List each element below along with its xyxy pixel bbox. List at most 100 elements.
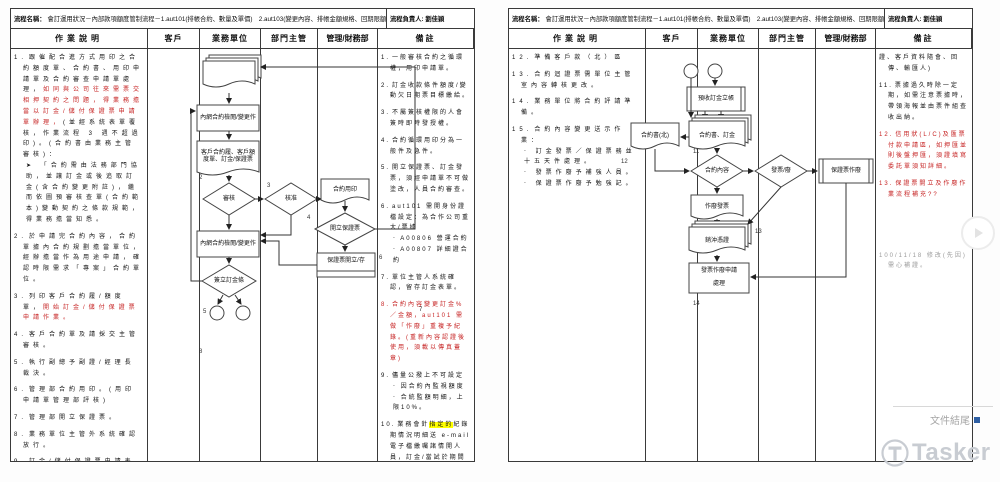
item-number: 9.	[14, 459, 27, 461]
remark-item: 2.訂金收款條件額度/變動欠日期票目標繳給。	[381, 81, 471, 103]
item-number: 7.	[381, 274, 391, 281]
item-text: 一般審核合約之循環權，用印申請單。	[390, 55, 465, 72]
header-customer: 客戶	[148, 29, 200, 48]
business-unit-column	[698, 49, 759, 461]
title-row: 流程名稱：會訂運用狀況－內部款項額度管制流程－1.aut101(排帳合約、數量及…	[11, 9, 474, 29]
item-subline: ‧ 合統監額明細，上限10%。	[393, 394, 465, 412]
remark-item: 1.一般審核合約之循環權，用印申請單。	[381, 53, 471, 75]
item-subline: ‧ A00807 詳細證合約	[393, 246, 469, 264]
item-subline: ‧ 因合約內監視額度	[393, 383, 465, 390]
page1-body: 1.跟催配合進方式用印之合約額度單、合約書、用印申請單及合約審查申請單處理，如同…	[11, 49, 474, 461]
step-item: 8.業務單位主管外系統確認放行。	[14, 430, 144, 452]
item-text: 執行副總予副證/經理長裁決。	[23, 359, 135, 377]
item-number: 7.	[14, 414, 28, 421]
business-unit-column	[200, 49, 261, 461]
item-text: 紀錄期情況明細送 e-mail 電子檔繳囑諸情開人員，訂金/當試於期間內出至，業…	[390, 422, 471, 461]
step-item: 12.準備客戶款（北）區	[512, 53, 642, 64]
remark-item: 9.儘量公撥上不可設定‧ 因合約內監視額度‧ 合統監額明細，上限10%。	[381, 371, 471, 414]
process-title: 流程名稱：會訂運用狀況－內部款項額度管制流程－1.aut101(排帳合約、數量及…	[11, 9, 386, 28]
brand-wordmark: Tasker	[912, 439, 991, 466]
remark-item: 100/11/18 修改(先因)需心補證。	[879, 251, 969, 273]
item-number: 5.	[14, 359, 28, 366]
process-title-label: 流程名稱：	[14, 16, 46, 23]
step-item: 6.管理部合約用印。(用印申請單管理部評核)	[14, 385, 144, 407]
remark-item: 3.不屬簽核權限的人會簽時即時發授權。	[381, 108, 471, 130]
item-number: 8.	[381, 302, 391, 309]
header-work-description: 作業說明	[11, 29, 148, 48]
customer-column	[646, 49, 698, 461]
item-text: 合約內容變更送示作業：	[521, 126, 625, 144]
remark-item: 7.單位主管人系統確認，留存訂金表單。	[381, 273, 471, 295]
item-number: 15.	[512, 126, 533, 133]
item-number: 14.	[512, 99, 533, 106]
process-owner: 流程負責人: 劉佳穎	[884, 9, 972, 28]
item-text: 保證票開立及作廢作業流程補充??	[888, 180, 968, 198]
owner-name: 劉佳穎	[923, 16, 943, 23]
remark-item: 10.業務會針指定的紀錄期情況明細送 e-mail 電子檔繳囑諸情開人員，訂金/…	[381, 420, 471, 461]
item-subline: ‧ A00806 營運合約	[393, 236, 469, 243]
finance-column	[318, 49, 378, 461]
remark-item: 8.合約內容變更訂金%／金額，aut101 需做「作廢」重複予紀錄。(重新內容認…	[381, 300, 471, 365]
process-title-text: 會訂運用狀況－內部款項額度管制流程－1.aut101(排帳合約、數量及單價) 2…	[545, 16, 884, 23]
item-text: 客戶合約單及請採交主管審核。	[23, 332, 140, 349]
item-text: (並經系統表單覆核，作業流程 3 週不超過印)。(合約書由業務主管審核)：	[23, 119, 142, 159]
step-item: 2.於申請完合約內容，合約單據內合約規劃擔當單位，經辦擔當作為用途申請，確認時限…	[14, 232, 144, 286]
owner-name: 劉佳穎	[425, 16, 445, 23]
remarks-column: 1.一般審核合約之循環權，用印申請單。 2.訂金收款條件額度/變動欠日期票目標繳給…	[378, 49, 474, 461]
item-text: 100/11/18 修改(先因)需心補證。	[879, 252, 967, 270]
process-title-label: 流程名稱：	[512, 16, 544, 23]
dept-manager-column	[759, 49, 816, 461]
item-text: 合約迴證票需單位主管室內容轉核更改。	[521, 71, 635, 89]
remark-item: 5.開立保證票、訂金發票，須經申請單不可做塗改，人員合約審查。	[381, 163, 471, 195]
item-number: 5.	[381, 165, 391, 172]
title-row: 流程名稱：會訂運用狀況－內部款項額度管制流程－1.aut101(排帳合約、數量及…	[509, 9, 972, 29]
work-description-column: 1.跟催配合進方式用印之合約額度單、合約書、用印申請單及合約審查申請單處理，如同…	[11, 49, 148, 461]
item-number: 1.	[381, 55, 391, 61]
item-text: 指定的	[429, 422, 454, 429]
item-number: 13.	[512, 71, 533, 78]
item-text: 不屬簽核權限的人會簽時即時發授權。	[390, 110, 465, 127]
item-number: 4.	[14, 332, 28, 339]
remark-item: 4.合約循環用印分為一般件及急件。	[381, 136, 471, 158]
item-text: 於申請完合約內容，合約單據內合約規劃擔當單位，經辦擔當作為用途申請，確認時限需求…	[23, 233, 144, 283]
header-dept-manager: 部門主管	[261, 29, 318, 48]
header-remarks: 備註	[378, 29, 474, 48]
item-text: 業務單位主管外系統確認放行。	[23, 431, 140, 449]
footer-divider	[893, 406, 993, 407]
item-number: 12.	[512, 55, 533, 61]
item-number: 6.	[381, 203, 391, 210]
header-finance: 管理/財務部	[318, 29, 378, 48]
flowchart	[630, 63, 874, 294]
item-text: 管理部合約用印。(用印申請單管理部評核)	[23, 387, 136, 405]
play-icon	[975, 228, 983, 238]
item-number: 13.	[879, 180, 894, 187]
item-text: 管理部開立保證票。	[29, 414, 120, 421]
step-item: 7.管理部開立保證票。	[14, 413, 144, 424]
item-text: 業務單位將合約評請準備。	[521, 99, 635, 117]
header-business-unit: 業務單位	[698, 29, 759, 48]
item-number: 2.	[14, 233, 28, 240]
step-item: 5.執行副總予副證/經理長裁決。	[14, 358, 144, 380]
item-text: 跟催配合進方式用印之合約額度單、合約書、用印申請單及合約審查申請單處理，	[23, 55, 144, 94]
next-page-button[interactable]	[961, 216, 995, 250]
item-text: 合約內容變更訂金%／金額，aut101 需做「作廢」重複予紀錄。(重新內容認證後…	[390, 302, 466, 363]
item-text: 信用狀(L/C)及匯票付款申請區，如押匯並則後盤押匯，須證填寫委託單須知詳細。	[888, 131, 969, 171]
item-number: 12.	[879, 131, 894, 138]
header-customer: 客戶	[646, 29, 698, 48]
process-owner: 流程負責人: 劉佳穎	[386, 9, 474, 28]
finance-column	[816, 49, 876, 461]
item-number: 6.	[14, 387, 28, 394]
item-text: 儘量公撥上不可設定	[392, 372, 465, 379]
step-item: 14.業務單位將合約評請準備。	[512, 97, 642, 119]
item-subline: ‧ 保證票作廢予勉強記。	[524, 180, 636, 187]
item-text: 訂金收款條件額度/變動欠日期票目標繳給。	[390, 82, 471, 100]
item-number: 3.	[14, 293, 28, 300]
flowchart	[190, 54, 416, 321]
brand-logo: Tasker	[880, 438, 991, 468]
item-text: 列印客戶合約履/額度單，	[23, 293, 125, 311]
remark-item: 13.保證票開立及作廢作業流程補充??	[879, 179, 969, 201]
step-item: 4.客戶合約單及請採交主管審核。	[14, 330, 144, 352]
owner-label: 流程負責人:	[390, 16, 424, 23]
